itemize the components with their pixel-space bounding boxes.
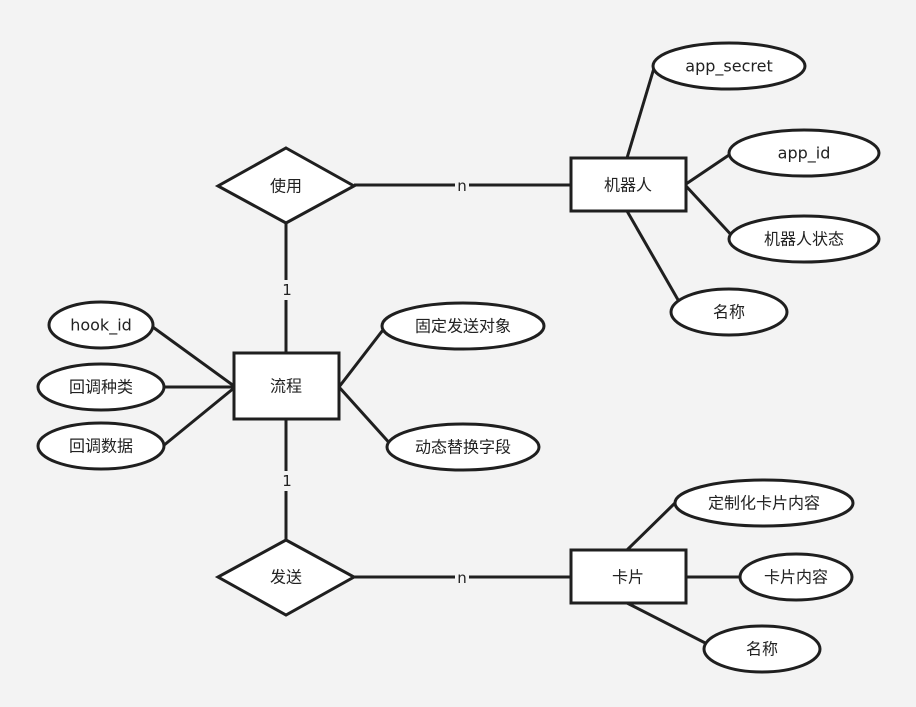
edge-robot-appsecret [625,67,656,159]
attr-dynamic-field: 动态替换字段 [385,422,541,472]
attr-app-id: app_id [727,128,881,178]
edges [149,67,740,651]
relationship-send: 发送 [214,538,358,617]
attr-fixed-target-label: 固定发送对象 [415,317,511,336]
attr-callback-data: 回调数据 [36,421,166,471]
attr-card-name-label: 名称 [746,640,778,659]
attr-card-content-label: 卡片内容 [764,568,828,587]
attr-app-id-label: app_id [778,144,831,164]
edge-robot-name [625,210,687,313]
attr-robot-status: 机器人状态 [727,214,881,264]
attr-robot-name: 名称 [669,287,789,337]
edge-card-customcontent [625,501,677,552]
attr-app-secret-label: app_secret [685,57,772,77]
edge-process-dynamicfield [337,385,395,449]
edge-card-name [626,601,718,651]
cardinality-send-process: 1 [282,472,292,490]
attr-callback-data-label: 回调数据 [69,437,133,456]
attr-dynamic-field-label: 动态替换字段 [415,438,511,457]
relationship-use: 使用 [214,146,358,225]
relationship-send-label: 发送 [270,568,302,587]
edge-callbackdata-process [162,386,235,448]
attr-robot-status-label: 机器人状态 [764,230,844,249]
edge-hookid-process [149,323,235,388]
attr-hook-id-label: hook_id [70,316,132,336]
attr-fixed-target: 固定发送对象 [380,301,546,351]
relationship-use-label: 使用 [270,177,302,196]
edge-robot-status [684,184,737,241]
entity-card: 卡片 [569,548,688,605]
attr-card-content: 卡片内容 [738,552,854,602]
attr-custom-card-content: 定制化卡片内容 [673,478,855,528]
entity-robot: 机器人 [569,156,688,213]
cardinality-use-process: 1 [282,281,292,299]
attr-hook-id: hook_id [47,300,155,350]
attr-callback-type-label: 回调种类 [69,378,133,397]
entity-card-label: 卡片 [612,568,644,587]
attr-app-secret: app_secret [651,41,807,91]
entity-robot-label: 机器人 [604,176,652,195]
cardinality-labels: n 1 1 n [280,176,469,587]
edge-process-fixedtarget [337,325,388,388]
attr-robot-name-label: 名称 [713,303,745,322]
cardinality-use-robot: n [457,177,467,195]
entity-process: 流程 [232,351,341,421]
edge-robot-appid [685,151,733,186]
entity-process-label: 流程 [270,377,302,396]
attr-custom-card-content-label: 定制化卡片内容 [708,494,820,513]
cardinality-send-card: n [457,569,467,587]
attr-callback-type: 回调种类 [36,362,166,412]
attr-card-name: 名称 [702,624,822,674]
